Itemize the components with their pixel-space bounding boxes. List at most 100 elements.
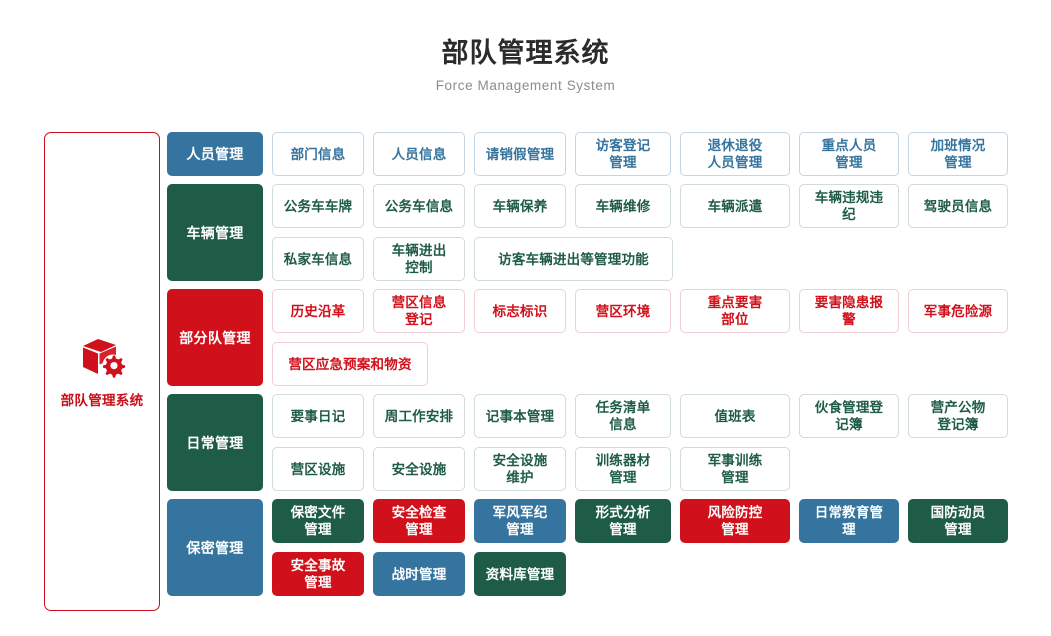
module-item-label: 重点人员 管理: [821, 138, 877, 170]
module-item[interactable]: 营区设施: [272, 447, 364, 491]
module-item-label: 要害隐患报警: [814, 295, 884, 327]
category-tile[interactable]: 保密管理: [167, 499, 263, 596]
module-item-label: 车辆违规违纪: [814, 190, 884, 222]
module-item-label: 风险防控 管理: [707, 505, 763, 537]
module-item-label: 安全检查 管理: [391, 505, 447, 537]
module-item-label: 训练器材 管理: [595, 453, 651, 485]
category-tile[interactable]: 日常管理: [167, 394, 263, 491]
module-item[interactable]: 请销假管理: [474, 132, 566, 176]
category-group: 日常管理要事日记 周工作安排 记事本管理 任务清单 信息 值班表 伙食管理登记簿营产公物 …: [167, 394, 1051, 491]
module-item-label: 军事训练 管理: [707, 453, 763, 485]
root-system-panel[interactable]: 部队管理系统: [44, 132, 160, 611]
module-item[interactable]: 军风军纪 管理: [474, 499, 566, 543]
module-item-label: 访客登记 管理: [595, 138, 651, 170]
module-item-label: 访客车辆进出等管理功能: [498, 251, 649, 267]
module-item[interactable]: 要事日记: [272, 394, 364, 438]
module-item[interactable]: 保密文件 管理: [272, 499, 364, 543]
module-item-label: 人员信息: [391, 146, 447, 162]
module-item[interactable]: 标志标识: [474, 289, 566, 333]
system-map: 部队管理系统 人员管理部门信息 人员信息 请销假管理 访客登记 管理退休退役 人员管理…: [0, 132, 1051, 611]
module-item[interactable]: 军事危险源: [908, 289, 1008, 333]
module-item[interactable]: 训练器材 管理: [575, 447, 671, 491]
module-item-label: 车辆保养: [492, 198, 548, 214]
module-item[interactable]: 加班情况 管理: [908, 132, 1008, 176]
module-item[interactable]: 伙食管理登记簿: [799, 394, 899, 438]
module-item-label: 国防动员 管理: [930, 505, 986, 537]
module-item[interactable]: 战时管理: [373, 552, 465, 596]
module-item-label: 营区设施: [290, 461, 346, 477]
module-item-label: 公务车信息: [384, 198, 454, 214]
module-item-label: 公务车车牌: [283, 198, 353, 214]
module-item[interactable]: 安全设施: [373, 447, 465, 491]
module-item[interactable]: 公务车信息: [373, 184, 465, 228]
module-item[interactable]: 驾驶员信息: [908, 184, 1008, 228]
module-item[interactable]: 风险防控 管理: [680, 499, 790, 543]
module-item[interactable]: 车辆保养: [474, 184, 566, 228]
category-items: 部门信息 人员信息 请销假管理 访客登记 管理退休退役 人员管理重点人员 管理 加班情况…: [272, 132, 1051, 176]
module-item[interactable]: 公务车车牌: [272, 184, 364, 228]
module-item[interactable]: 人员信息: [373, 132, 465, 176]
module-item-label: 日常教育管理: [814, 505, 884, 537]
module-item[interactable]: 安全设施 维护: [474, 447, 566, 491]
page-subtitle: Force Management System: [435, 78, 616, 93]
module-item[interactable]: 访客车辆进出等管理功能: [474, 237, 673, 281]
category-items: 要事日记 周工作安排 记事本管理 任务清单 信息 值班表 伙食管理登记簿营产公物 登记簿营…: [272, 394, 1051, 491]
module-item-label: 车辆维修: [595, 198, 651, 214]
module-item[interactable]: 车辆维修: [575, 184, 671, 228]
module-item[interactable]: 日常教育管理: [799, 499, 899, 543]
module-item[interactable]: 要害隐患报警: [799, 289, 899, 333]
page-title: 部队管理系统: [441, 38, 610, 68]
category-items: 保密文件 管理 安全检查 管理 军风军纪 管理形式分析 管理 风险防控 管理 日常教育管…: [272, 499, 1051, 596]
category-tile[interactable]: 人员管理: [167, 132, 263, 176]
module-item-label: 资料库管理: [485, 566, 555, 582]
module-item[interactable]: 车辆进出 控制: [373, 237, 465, 281]
root-system-label: 部队管理系统: [60, 393, 144, 408]
module-item-label: 车辆进出 控制: [391, 243, 447, 275]
module-item[interactable]: 安全检查 管理: [373, 499, 465, 543]
module-item[interactable]: 军事训练 管理: [680, 447, 790, 491]
module-item[interactable]: 资料库管理: [474, 552, 566, 596]
module-item-label: 值班表: [714, 408, 756, 424]
module-item[interactable]: 周工作安排: [373, 394, 465, 438]
package-gear-icon: [76, 334, 128, 380]
module-item[interactable]: 营区信息 登记: [373, 289, 465, 333]
module-item[interactable]: 值班表: [680, 394, 790, 438]
module-item[interactable]: 重点人员 管理: [799, 132, 899, 176]
category-group: 保密管理保密文件 管理 安全检查 管理 军风军纪 管理形式分析 管理 风险防控 管理 日…: [167, 499, 1051, 596]
module-item[interactable]: 部门信息: [272, 132, 364, 176]
module-item-label: 营区应急预案和物资: [288, 356, 412, 372]
module-item[interactable]: 安全事故 管理: [272, 552, 364, 596]
category-items: 历史沿革营区信息 登记 标志标识 营区环境 重点要害 部位要害隐患报警军事危险源营区应…: [272, 289, 1051, 386]
module-item-label: 保密文件 管理: [290, 505, 346, 537]
module-item-label: 请销假管理: [485, 146, 555, 162]
category-tile[interactable]: 部分队管理: [167, 289, 263, 386]
module-item[interactable]: 营区环境: [575, 289, 671, 333]
module-item[interactable]: 私家车信息: [272, 237, 364, 281]
module-item-label: 战时管理: [391, 566, 447, 582]
module-item[interactable]: 形式分析 管理: [575, 499, 671, 543]
category-items: 公务车车牌 公务车信息 车辆保养 车辆维修 车辆派遣车辆违规违纪驾驶员信息私家车信息 车辆…: [272, 184, 1051, 281]
module-item-label: 标志标识: [492, 303, 548, 319]
module-item-label: 军风军纪 管理: [492, 505, 548, 537]
category-tile[interactable]: 车辆管理: [167, 184, 263, 281]
module-item-label: 营区信息 登记: [391, 295, 447, 327]
module-item[interactable]: 营区应急预案和物资: [272, 342, 428, 386]
module-item[interactable]: 访客登记 管理: [575, 132, 671, 176]
module-item[interactable]: 国防动员 管理: [908, 499, 1008, 543]
module-item[interactable]: 车辆违规违纪: [799, 184, 899, 228]
category-groups: 人员管理部门信息 人员信息 请销假管理 访客登记 管理退休退役 人员管理重点人员 管理…: [167, 132, 1051, 604]
module-item[interactable]: 任务清单 信息: [575, 394, 671, 438]
module-item-label: 私家车信息: [283, 251, 353, 267]
module-item-label: 周工作安排: [384, 408, 454, 424]
module-item-label: 记事本管理: [485, 408, 555, 424]
module-item[interactable]: 车辆派遣: [680, 184, 790, 228]
module-item[interactable]: 重点要害 部位: [680, 289, 790, 333]
category-group: 人员管理部门信息 人员信息 请销假管理 访客登记 管理退休退役 人员管理重点人员 管理…: [167, 132, 1051, 176]
module-item[interactable]: 营产公物 登记簿: [908, 394, 1008, 438]
module-item[interactable]: 历史沿革: [272, 289, 364, 333]
module-item-label: 营区环境: [595, 303, 651, 319]
module-item-label: 加班情况 管理: [930, 138, 986, 170]
module-item[interactable]: 退休退役 人员管理: [680, 132, 790, 176]
module-item[interactable]: 记事本管理: [474, 394, 566, 438]
